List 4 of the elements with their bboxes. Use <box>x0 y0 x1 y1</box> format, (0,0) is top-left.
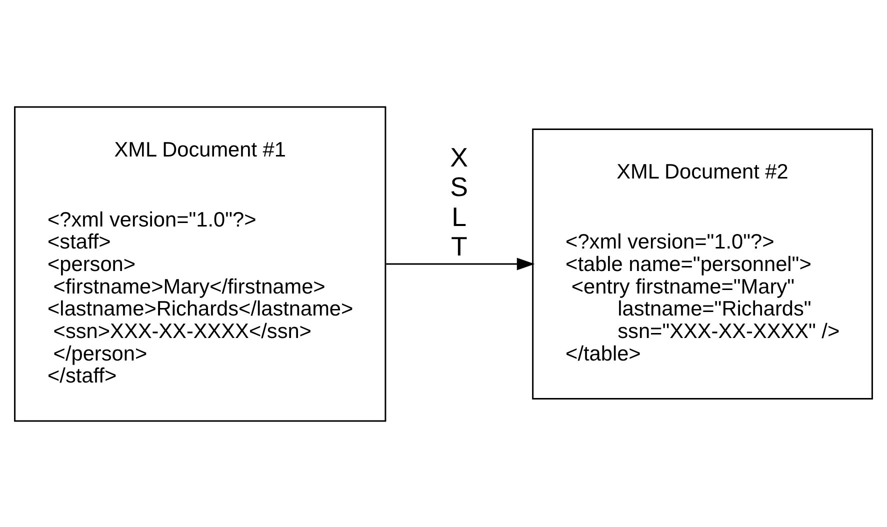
node-box: XML Document #1 <?xml version="1.0"?> <staff> <person> <firstname>Mary</firstname> <lastname>Richards</lastname> <ssn>XXX-XX-XXXX</ssn> </person> </staff> <box>14 106 386 422</box>
edge-label: X S L T <box>450 142 468 262</box>
arrow <box>386 257 535 270</box>
node-box: XML Document #2 <?xml version="1.0"?> <table name="personnel"> <entry firstname="Mary" lastname="Richards" ssn="XXX-XX-XXXX" /> </table> <box>532 128 873 399</box>
